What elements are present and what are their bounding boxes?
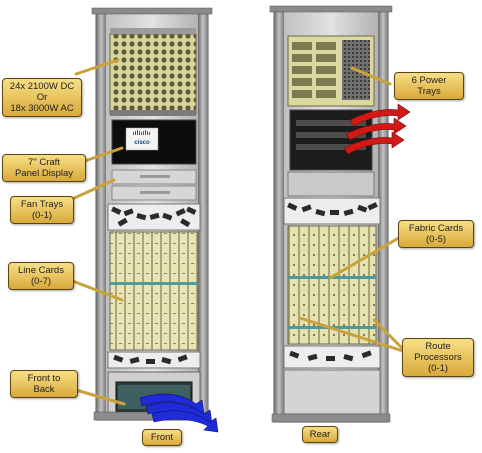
rear-chassis [269, 5, 393, 423]
callout-power-front-line3: 18x 3000W AC [10, 103, 74, 114]
callout-craft-panel-line2: Panel Display [14, 168, 74, 179]
callout-craft-panel: 7" Craft Panel Display [2, 154, 86, 182]
callout-fan-trays-line2: (0-1) [31, 210, 53, 221]
callout-power-front-line1: 24x 2100W DC [9, 81, 75, 92]
callout-fabric-cards-line1: Fabric Cards [408, 223, 464, 234]
callout-power-front: 24x 2100W DC Or 18x 3000W AC [2, 78, 82, 117]
callout-power-front-line2: Or [36, 92, 48, 103]
callout-craft-panel-line1: 7" Craft [28, 157, 60, 168]
callout-line-cards: Line Cards (0-7) [8, 262, 74, 290]
cisco-logo-bars [133, 130, 150, 135]
front-airflow-arrows [139, 393, 219, 433]
view-label-rear-text: Rear [309, 429, 331, 440]
callout-line-cards-line1: Line Cards [18, 265, 64, 276]
cisco-logo: cisco [134, 140, 150, 146]
front-line-cards [109, 231, 199, 351]
callout-power-rear-line2: Trays [417, 86, 441, 97]
rear-fabric-cards [287, 225, 377, 345]
callout-fan-trays: Fan Trays (0-1) [10, 196, 74, 224]
callout-front-to-back: Front to Back [10, 370, 78, 398]
callout-front-to-back-line2: Back [33, 384, 55, 395]
rear-airflow-arrows [343, 103, 411, 155]
callout-fabric-cards: Fabric Cards (0-5) [398, 220, 474, 248]
callout-route-processors: Route Processors (0-1) [402, 338, 474, 377]
callout-fabric-cards-line2: (0-5) [425, 234, 447, 245]
callout-front-to-back-line1: Front to [27, 373, 61, 384]
front-power-shelf [109, 33, 197, 115]
callout-power-rear-line1: 6 Power [411, 75, 447, 86]
leader-lines [68, 58, 408, 406]
callout-route-processors-line2: Processors [414, 352, 462, 363]
callout-line-cards-line2: (0-7) [30, 276, 52, 287]
callout-fan-trays-line1: Fan Trays [20, 199, 64, 210]
view-label-rear: Rear [302, 426, 338, 443]
callout-power-rear: 6 Power Trays [394, 72, 464, 100]
callout-route-processors-line3: (0-1) [427, 363, 449, 374]
front-chassis: cisco [91, 7, 213, 421]
callout-route-processors-line1: Route [425, 341, 451, 352]
view-label-front: Front [142, 429, 182, 446]
view-label-front-text: Front [150, 432, 174, 443]
